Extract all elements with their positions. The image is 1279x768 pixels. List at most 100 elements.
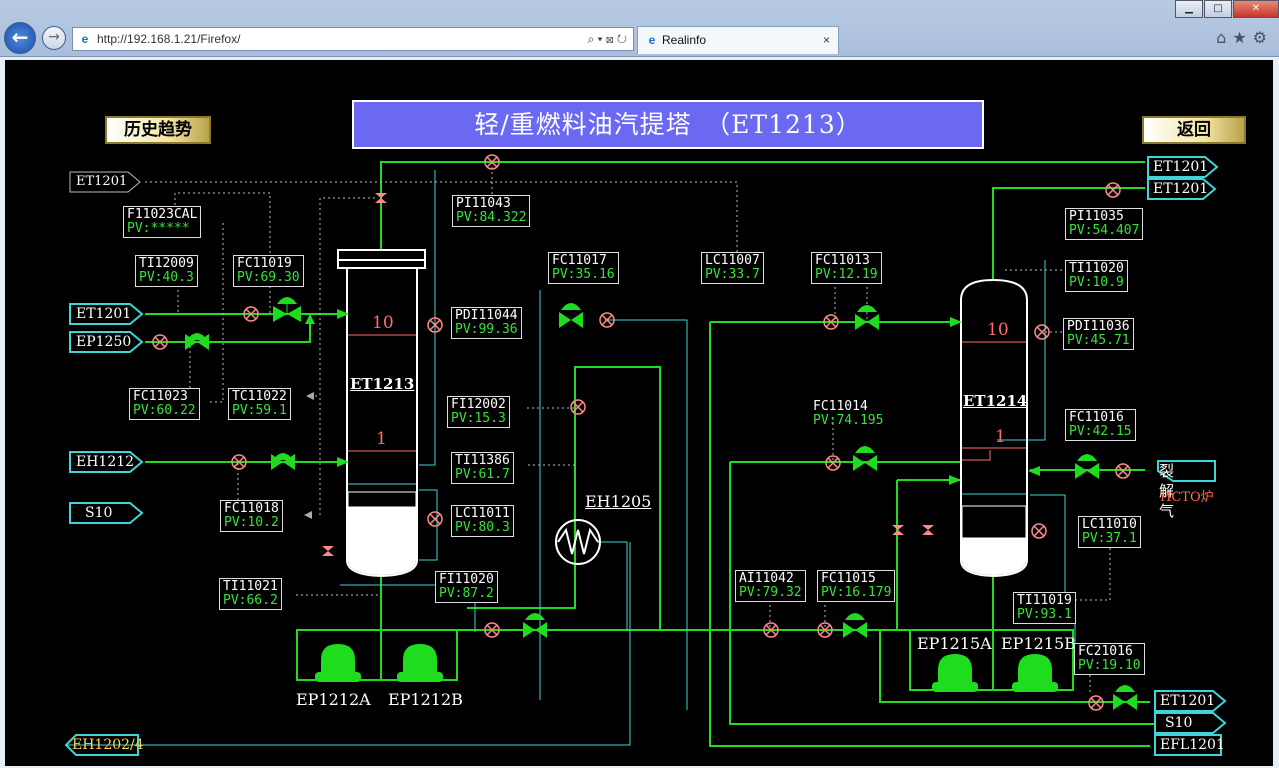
tag-pv: PV:61.7 xyxy=(455,467,510,482)
connector-label: ET1201 xyxy=(76,174,128,189)
tag-pv: PV:84.322 xyxy=(456,210,527,225)
hcto-furnace-label: HCTO炉 xyxy=(1160,490,1214,505)
tray-1-left: 1 xyxy=(376,429,387,449)
tag-name: TI12009 xyxy=(139,256,194,271)
pump-ep1212a-label[interactable]: EP1212A xyxy=(296,690,371,709)
maximize-button[interactable]: □ xyxy=(1204,0,1232,18)
pump-ep1215b-label[interactable]: EP1215B xyxy=(1001,634,1076,653)
tag-pv: PV:***** xyxy=(127,221,190,236)
history-trend-button[interactable]: 历史趋势 xyxy=(105,116,211,144)
process-lines xyxy=(64,154,1227,756)
tag-name: PI11035 xyxy=(1069,209,1124,224)
tag-name: FI11020 xyxy=(439,572,494,587)
tag-name: LC11010 xyxy=(1082,517,1137,532)
tag-name: FC21016 xyxy=(1078,644,1133,659)
address-bar[interactable]: e http://192.168.1.21/Firefox/ ⌕ ▾ ⊠ ↻ xyxy=(72,27,634,51)
forward-button[interactable]: → xyxy=(42,26,66,50)
address-url: http://192.168.1.21/Firefox/ xyxy=(97,32,241,46)
tag-name: TI11020 xyxy=(1069,261,1124,276)
tag-pv: PV:35.16 xyxy=(552,267,615,282)
tag-pv: PV:42.15 xyxy=(1069,424,1132,439)
window-controls: ▁ □ ✕ xyxy=(1174,0,1279,18)
close-window-button[interactable]: ✕ xyxy=(1233,0,1279,18)
tab-title: Realinfo xyxy=(662,33,707,47)
tag-name: FC11013 xyxy=(815,253,870,268)
tab-favicon-icon: e xyxy=(648,33,656,47)
tag-pv: PV:16.179 xyxy=(821,585,892,600)
tag-pv: PV:80.3 xyxy=(455,520,510,535)
tab-realinfo[interactable]: e Realinfo × xyxy=(637,26,839,54)
return-button[interactable]: 返回 xyxy=(1142,116,1246,144)
tag-name: FI12002 xyxy=(451,397,506,412)
tag-pv: PV:45.71 xyxy=(1067,333,1130,348)
tag-name: LC11007 xyxy=(705,253,760,268)
tag-pv: PV:33.7 xyxy=(705,267,760,282)
tab-close-icon[interactable]: × xyxy=(822,33,830,47)
tag-pv: PV:19.10 xyxy=(1078,658,1141,673)
connector-label: ET1201 xyxy=(76,306,132,322)
connector-label: EP1250 xyxy=(76,334,132,350)
tag-pv: PV:69.30 xyxy=(237,270,300,285)
column-et1214-label[interactable]: ET1214 xyxy=(963,392,1028,410)
minimize-button[interactable]: ▁ xyxy=(1175,0,1203,18)
back-button[interactable]: ← xyxy=(4,22,36,54)
tag-pv: PV:54.407 xyxy=(1069,223,1140,238)
tag-name: F11023CAL xyxy=(127,207,198,222)
tray-1-right: 1 xyxy=(995,427,1006,447)
tag-name: PDI11044 xyxy=(455,308,518,323)
tag-pv: PV:74.195 xyxy=(813,413,884,428)
toolbar-icons[interactable]: ⌂★⚙ xyxy=(1216,28,1273,47)
connector-label: EH1202/4 xyxy=(72,737,144,753)
tag-pv: PV:93.1 xyxy=(1017,607,1072,622)
tag-name: LC11011 xyxy=(455,506,510,521)
tag-pv: PV:10.2 xyxy=(224,515,279,530)
tag-pv: PV:12.19 xyxy=(815,267,878,282)
tag-pv: PV:10.9 xyxy=(1069,275,1124,290)
tag-name: TC11022 xyxy=(232,389,287,404)
address-tools-icons[interactable]: ⌕ ▾ ⊠ ↻ xyxy=(587,32,627,46)
column-et1213-label[interactable]: ET1213 xyxy=(350,375,415,393)
tag-pv: PV:15.3 xyxy=(451,411,506,426)
tag-name: FC11019 xyxy=(237,256,292,271)
tag-name: AI11042 xyxy=(739,571,794,586)
tag-name: PI11043 xyxy=(456,196,511,211)
connector-label: EH1212 xyxy=(76,454,135,470)
tag-name: FC11018 xyxy=(224,501,279,516)
tag-name: TI11019 xyxy=(1017,593,1072,608)
tag-pv: PV:99.36 xyxy=(455,322,518,337)
ie-page-icon: e xyxy=(81,32,89,46)
pump-ep1215a-label[interactable]: EP1215A xyxy=(917,634,992,653)
pump-ep1212b-label[interactable]: EP1212B xyxy=(388,690,463,709)
tag-pv: PV:79.32 xyxy=(739,585,802,600)
exchanger-eh1205-label[interactable]: EH1205 xyxy=(585,492,652,511)
tag-name: FC11023 xyxy=(133,389,188,404)
tag-name: FC11016 xyxy=(1069,410,1124,425)
tray-10-left: 10 xyxy=(372,313,394,333)
